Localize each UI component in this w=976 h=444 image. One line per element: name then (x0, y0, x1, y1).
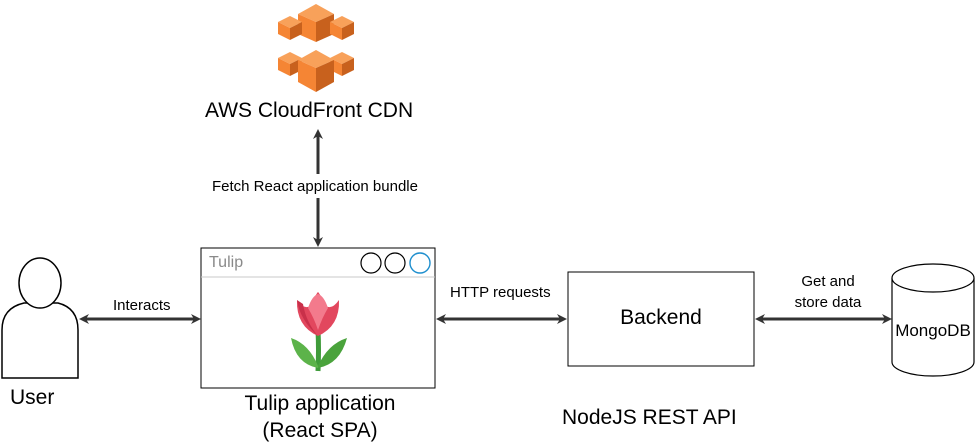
backend-label: Backend (620, 306, 702, 329)
app-caption-line1: Tulip application (244, 392, 396, 415)
interacts-label: Interacts (113, 297, 171, 314)
http-label: HTTP requests (450, 284, 551, 301)
aws-cloudfront-icon (278, 4, 354, 92)
window-button-3 (409, 252, 431, 274)
user-label: User (10, 386, 55, 409)
window-button-2 (384, 252, 406, 274)
fetch-label: Fetch React application bundle (212, 178, 418, 195)
cdn-label: AWS CloudFront CDN (205, 99, 414, 122)
app-caption-line2: (React SPA) (262, 419, 378, 442)
get-store-line2: store data (794, 294, 862, 311)
backend-box (567, 271, 755, 367)
tulip-icon (291, 292, 347, 372)
database-icon (891, 263, 975, 377)
window-button-1 (360, 252, 382, 274)
app-window-title: Tulip (209, 254, 244, 271)
backend-caption: NodeJS REST API (562, 406, 737, 429)
database-label: MongoDB (895, 321, 971, 340)
get-store-line1: Get and (801, 273, 855, 290)
user-icon (1, 257, 79, 379)
